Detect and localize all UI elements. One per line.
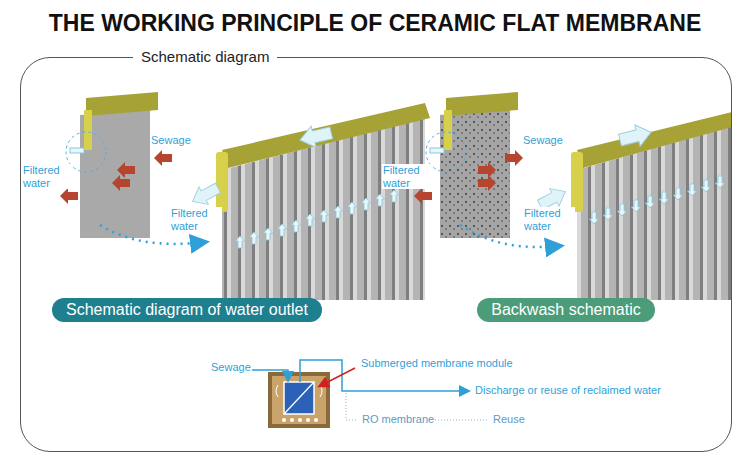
frame-heading: Schematic diagram [133,48,277,65]
title: THE WORKING PRINCIPLE OF CERAMIC FLAT ME… [0,10,750,36]
label: Reuse [492,413,526,426]
label: RO membrane [361,413,435,426]
label: Filtered water [170,207,222,232]
pill-text: Backwash schematic [491,301,640,318]
label: Sewage [150,134,212,147]
label: Submerged membrane module [360,357,514,370]
label: Sewage [522,134,584,147]
label: Filtered water [523,207,575,232]
label: Filtered water [382,164,432,189]
backwash-illustration [414,92,732,300]
outlet-illustration [60,92,430,300]
caption-pill: Schematic diagram of water outlet [52,298,322,322]
pill-text: Schematic diagram of water outlet [66,301,308,318]
tank-illustration [248,360,488,428]
label: Filtered water [22,164,72,189]
caption-pill: Backwash schematic [477,298,654,322]
label: Sewage [210,361,252,374]
label: Discharge or reuse of reclaimed water [474,384,662,397]
